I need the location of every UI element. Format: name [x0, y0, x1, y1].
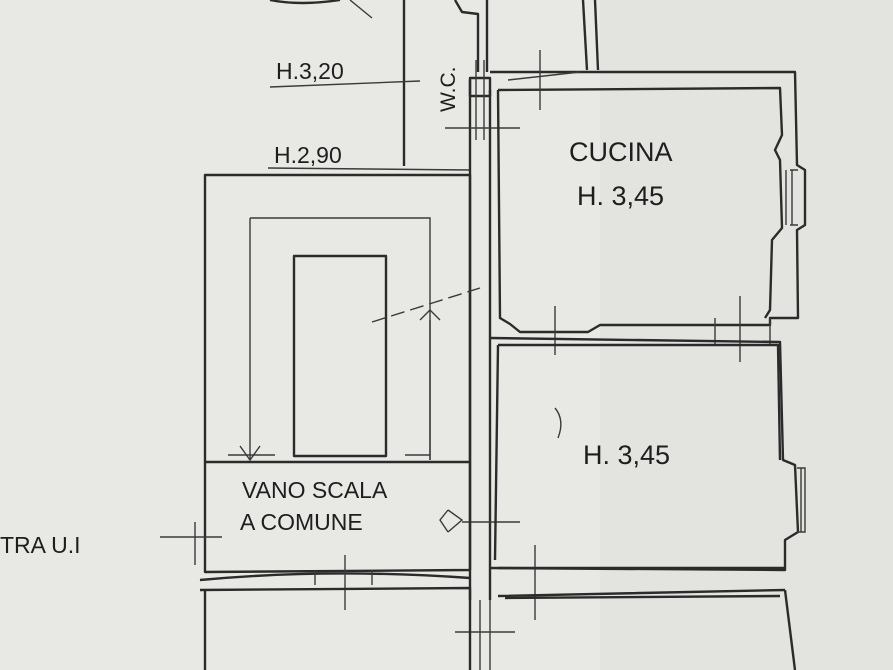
- height-marker-290: H.2,90: [267, 142, 471, 171]
- other-unit-marker: [160, 522, 222, 565]
- second-room-height: H. 3,45: [583, 440, 670, 470]
- second-room: [489, 336, 806, 620]
- entry-arrow-icon: [439, 509, 464, 533]
- stair-label-line1: VANO SCALA: [242, 477, 388, 503]
- kitchen-label: CUCINA: [569, 137, 673, 167]
- kitchen-height: H. 3,45: [577, 181, 664, 211]
- kitchen-room: [490, 50, 807, 362]
- top-walls: [269, 0, 600, 166]
- height-label-320: H.3,20: [276, 58, 344, 84]
- height-marker-320: H.3,20: [269, 58, 421, 88]
- wc-label: W.C.: [437, 67, 460, 113]
- other-unit-label: TRA U.I: [0, 532, 81, 558]
- stair-well: [199, 173, 481, 610]
- height-label-290: H.2,90: [274, 142, 342, 168]
- lower-walls: [199, 586, 797, 670]
- stair-label-line2: A COMUNE: [240, 509, 363, 535]
